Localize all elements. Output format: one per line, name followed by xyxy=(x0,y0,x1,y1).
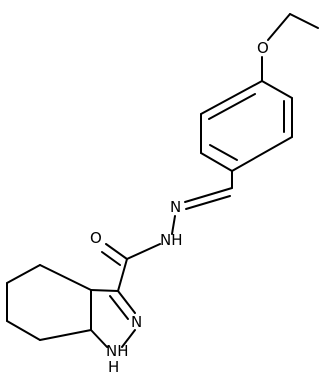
bond-carbonyl-pyrazole xyxy=(117,258,128,292)
bond-carbonyl-o-2 xyxy=(101,251,121,266)
bond-carbonyl-o-1 xyxy=(105,243,128,260)
cyclohexene-c7-c7a xyxy=(39,329,92,341)
pyrazole-n1-c7a xyxy=(90,329,108,348)
pyrazole-n2-n1 xyxy=(121,329,136,348)
amide-nitrogen-label: NH xyxy=(160,231,183,249)
cyclohexene-c4-c5 xyxy=(6,264,41,284)
bond-n-nh xyxy=(171,215,176,235)
pyrazole-c3a-c3 xyxy=(90,289,119,292)
ethyl-group xyxy=(267,13,319,41)
bond-ch-n-double-2 xyxy=(185,195,231,210)
benzene-bond-6 xyxy=(200,80,263,115)
benzene-bond-4 xyxy=(200,152,233,172)
pyrazole-c3-n2-2 xyxy=(109,295,129,320)
pyrazole-h-label: H xyxy=(108,358,119,376)
cyclohexene-c6-c7 xyxy=(6,320,41,341)
hydrazone-linker xyxy=(171,170,233,235)
benzene-bond-1 xyxy=(261,80,293,99)
bond-nh-carbonyl xyxy=(126,243,161,260)
pyrazole-c3-n2-1 xyxy=(117,290,136,314)
benzene-bond-3 xyxy=(231,136,293,172)
benzene-inner-bond-3 xyxy=(208,93,256,120)
cyclohexene-c3a-c4 xyxy=(39,264,92,291)
amide-group xyxy=(101,243,161,292)
pyrazole-nitrogen-label: N xyxy=(131,313,142,331)
carbonyl-oxygen-label: O xyxy=(90,229,102,247)
bond-ch2-o xyxy=(267,13,291,41)
bond-ch3-ch2 xyxy=(289,13,319,29)
pyrazole-nh-label: NH xyxy=(106,342,129,360)
imine-nitrogen-label: N xyxy=(170,198,181,216)
ether-oxygen-label: O xyxy=(257,39,269,57)
benzene-inner-bond-2 xyxy=(209,144,238,161)
tetrahydroindazole-core xyxy=(6,264,136,348)
bond-ch-n-double-1 xyxy=(184,187,233,203)
benzene-ring xyxy=(200,80,293,172)
